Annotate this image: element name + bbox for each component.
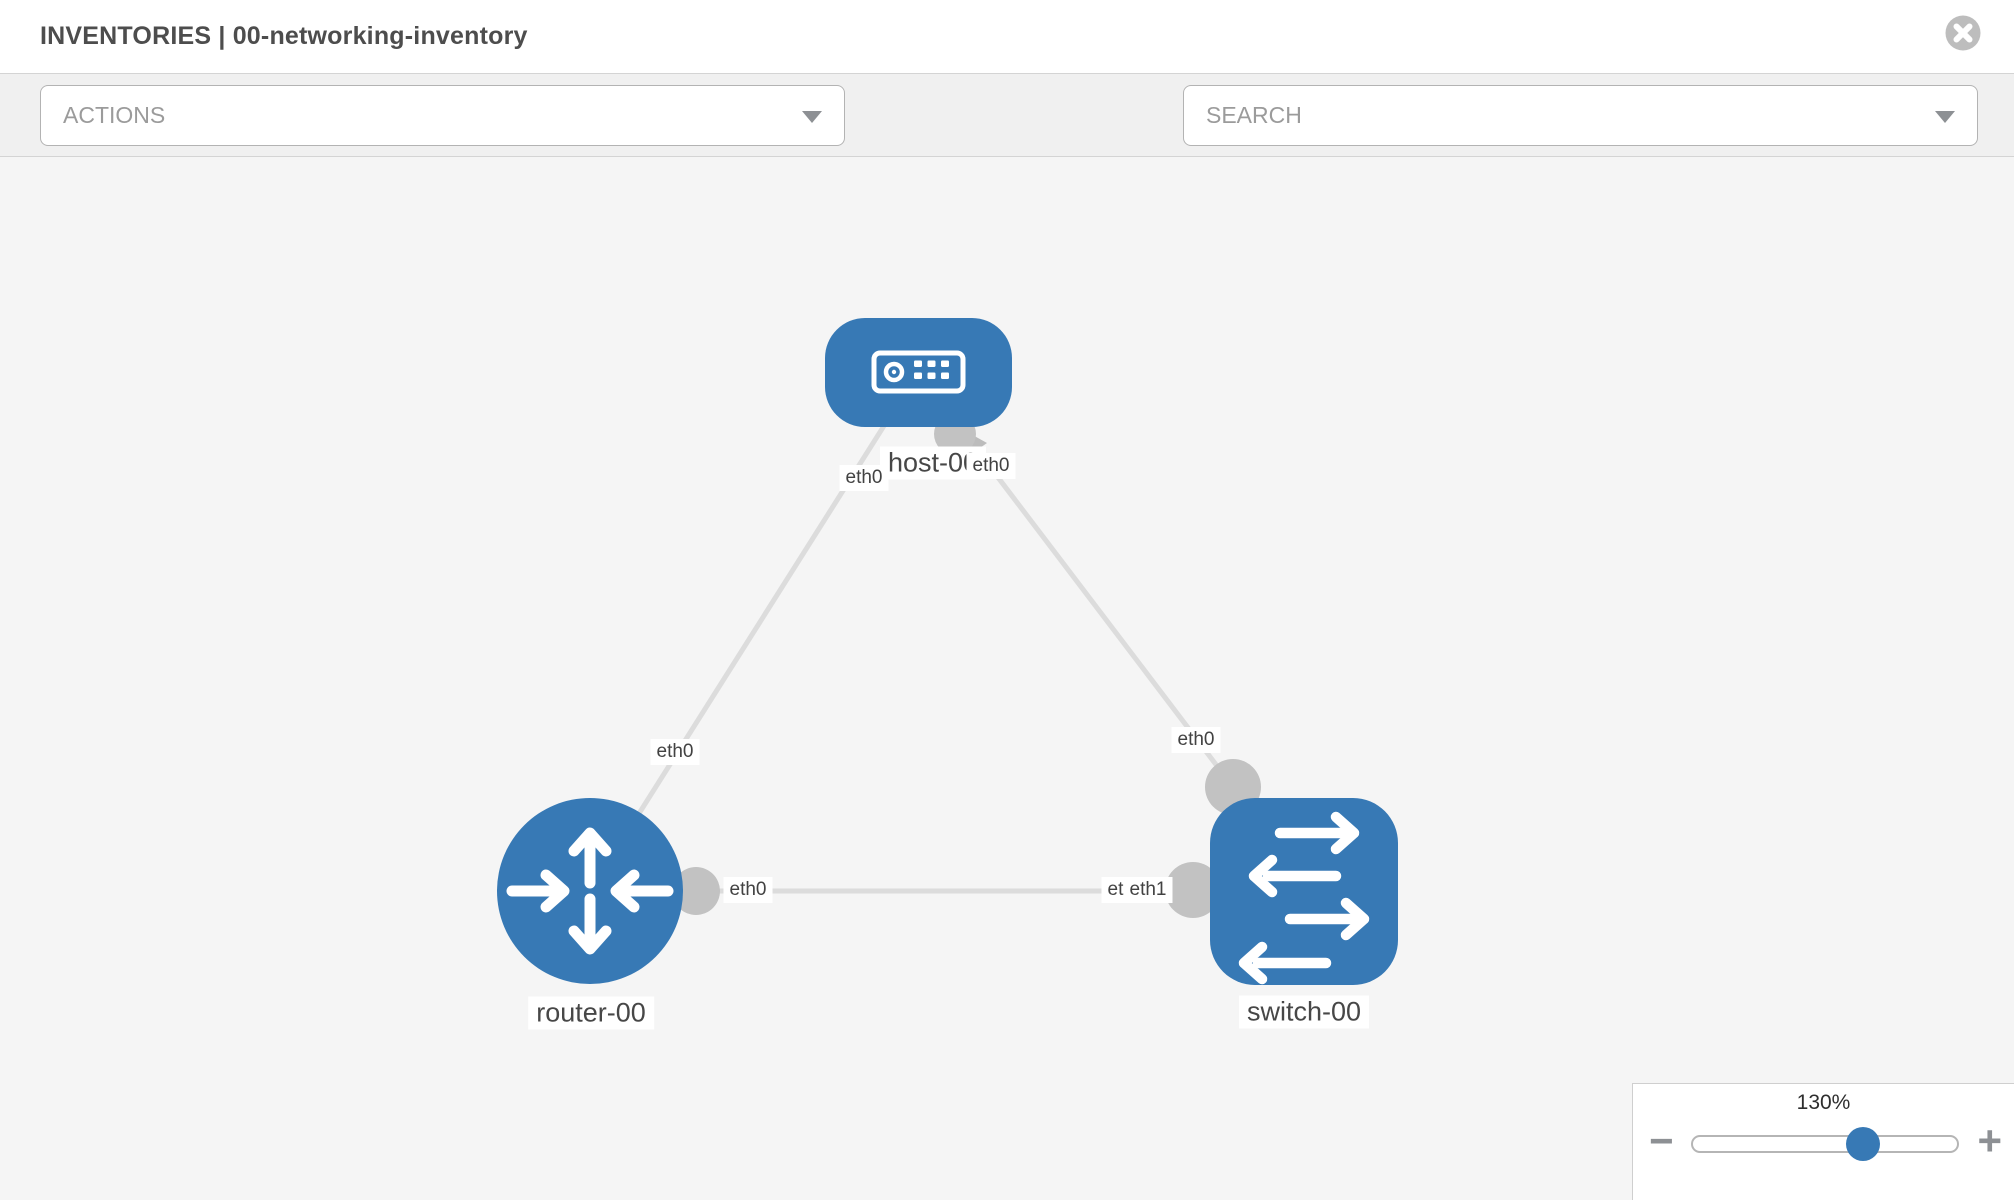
zoom-slider-thumb[interactable] [1846, 1127, 1880, 1161]
network-canvas[interactable]: host-00 router-00 switch-00 eth0 eth0 et… [0, 157, 2014, 1200]
interface-label: eth0 [966, 453, 1016, 479]
zoom-level: 130% [1796, 1091, 1851, 1114]
host-icon [871, 350, 966, 394]
node-switch-00[interactable] [1210, 798, 1398, 985]
topology-svg [497, 318, 1398, 985]
interface-label: eth0 [723, 877, 773, 903]
node-router-00[interactable] [497, 798, 683, 984]
toolbar: ACTIONS SEARCH [0, 73, 2014, 205]
router-icon [506, 827, 674, 955]
zoom-panel: 130% − + [1632, 1083, 2014, 1200]
close-button[interactable] [1944, 14, 1982, 52]
link-host-router[interactable] [587, 370, 921, 893]
node-host-00[interactable] [825, 318, 1012, 427]
page-title: INVENTORIES | 00-networking-inventory [40, 22, 528, 50]
node-label-router: router-00 [528, 996, 654, 1030]
zoom-out-button[interactable]: − [1649, 1117, 1674, 1164]
close-icon [1945, 15, 1981, 51]
search-dropdown[interactable]: SEARCH [1183, 85, 1978, 146]
zoom-in-button[interactable]: + [1977, 1117, 2002, 1164]
interface-label: eth1 [1123, 877, 1173, 903]
interface-label: eth0 [1171, 727, 1221, 753]
titlebar: INVENTORIES | 00-networking-inventory [0, 0, 2014, 73]
interface-label: eth0 [650, 739, 700, 765]
switch-icon [1238, 811, 1370, 985]
search-dropdown-label: SEARCH [1206, 102, 1302, 128]
zoom-slider[interactable] [1691, 1135, 1959, 1153]
actions-dropdown[interactable]: ACTIONS [40, 85, 845, 146]
caret-down-icon [1935, 110, 1955, 123]
interface-label: eth0 [839, 465, 889, 491]
caret-down-icon [802, 110, 822, 123]
interface-dot [1165, 862, 1221, 918]
actions-dropdown-label: ACTIONS [63, 102, 166, 128]
node-label-switch: switch-00 [1238, 995, 1370, 1029]
interface-dot [672, 867, 720, 915]
